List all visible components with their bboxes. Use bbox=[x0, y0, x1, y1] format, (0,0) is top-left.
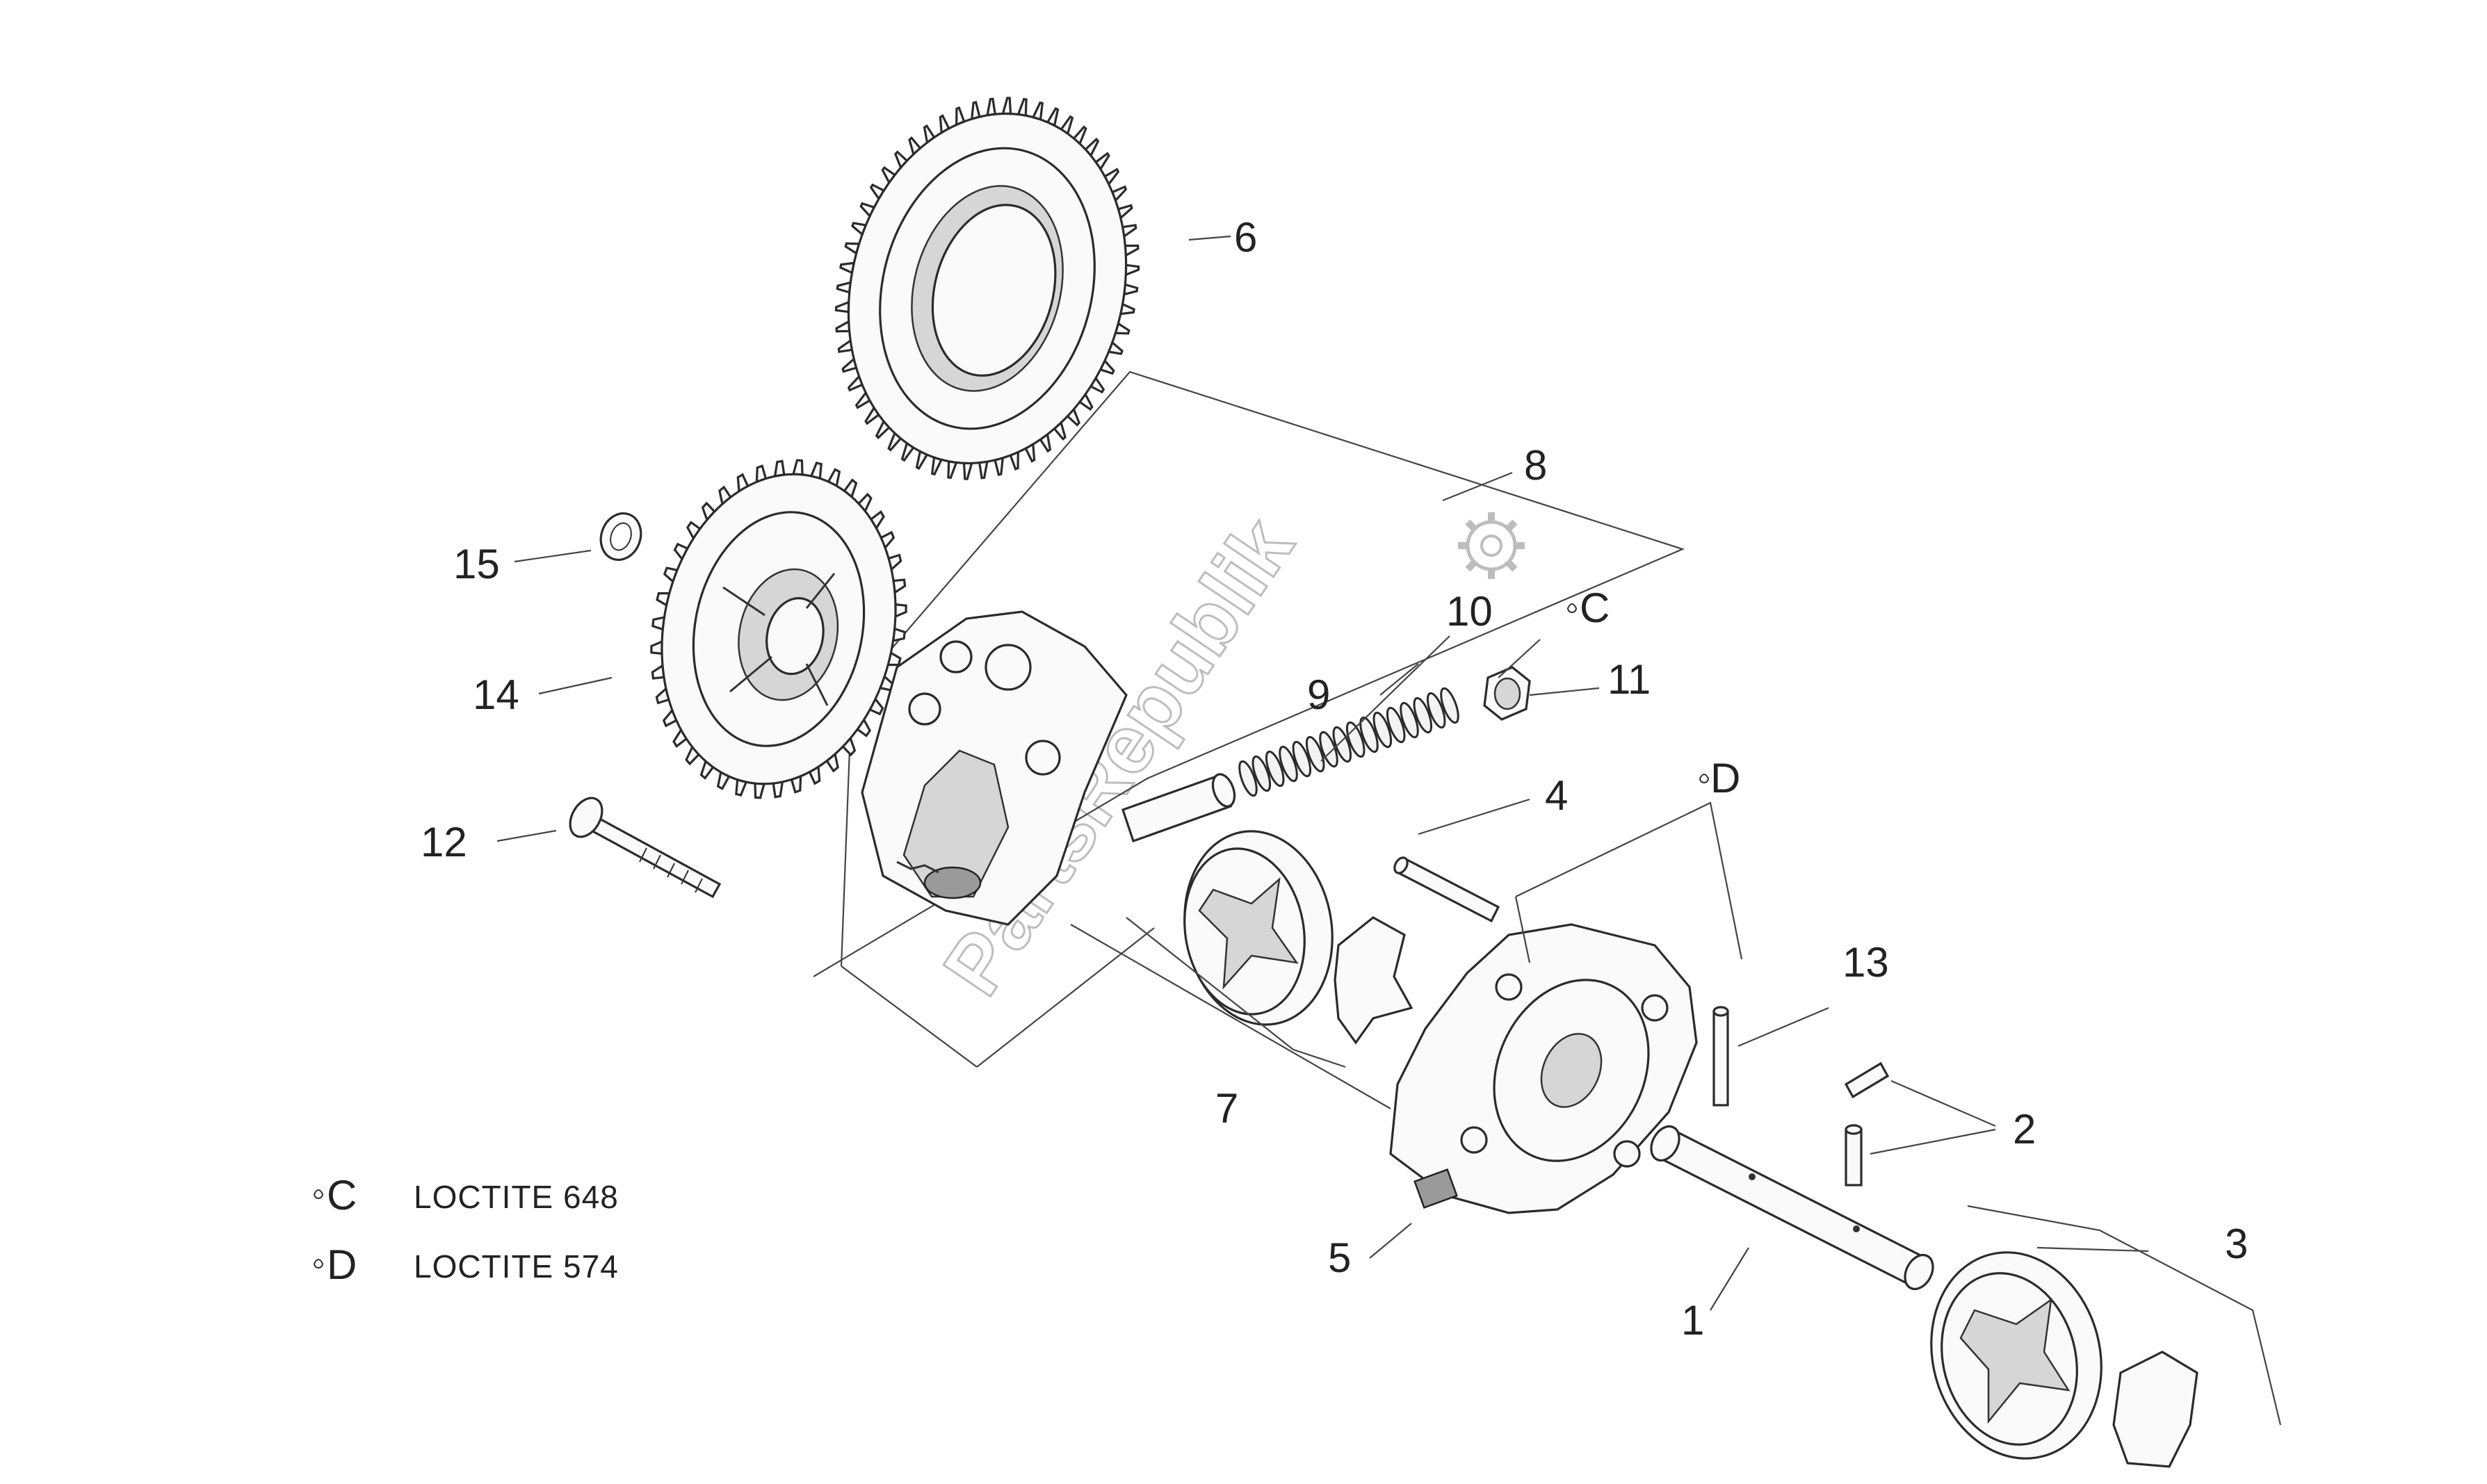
svg-text:LOCTITE 648: LOCTITE 648 bbox=[414, 1179, 619, 1215]
plug-11 bbox=[1483, 666, 1531, 721]
legend-row-c: C LOCTITE 648 bbox=[313, 1172, 619, 1218]
spring-coil bbox=[1279, 745, 1298, 783]
pin-4 bbox=[1393, 856, 1500, 923]
spring-coil bbox=[1251, 755, 1272, 792]
gear-tooth bbox=[650, 639, 663, 655]
gear-tooth bbox=[978, 460, 989, 480]
gear-tooth bbox=[947, 459, 958, 480]
callout-12: 12 bbox=[421, 819, 467, 865]
callout-14: 14 bbox=[473, 671, 519, 718]
spring-coil bbox=[1400, 701, 1419, 739]
adhesive-mark-d: D bbox=[1699, 755, 1740, 801]
spring-coil bbox=[1372, 711, 1393, 749]
spring-10 bbox=[1238, 687, 1459, 797]
callout-2: 2 bbox=[2013, 1106, 2036, 1152]
leader-lines bbox=[496, 235, 2282, 1426]
watermark-gear-icon bbox=[1458, 512, 1525, 579]
spring-coil bbox=[1359, 716, 1379, 753]
callout-6: 6 bbox=[1234, 214, 1257, 261]
gear-tooth bbox=[1016, 97, 1028, 117]
circlip-15 bbox=[599, 512, 642, 561]
bolt-12 bbox=[569, 797, 722, 899]
callout-15: 15 bbox=[453, 541, 500, 587]
legend: C LOCTITE 648 D LOCTITE 574 bbox=[313, 1172, 619, 1288]
callout-1: 1 bbox=[1681, 1297, 1704, 1344]
spring-coil bbox=[1305, 735, 1325, 773]
gear-tooth bbox=[791, 459, 804, 476]
gear-tooth bbox=[754, 782, 766, 799]
legend-row-d: D LOCTITE 574 bbox=[313, 1241, 619, 1288]
callout-7: 7 bbox=[1215, 1085, 1238, 1132]
spring-coil bbox=[1386, 706, 1406, 744]
callout-labels: 1 2 3 4 5 6 7 8 9 10 11 12 13 14 15 bbox=[421, 214, 2248, 1344]
spring-coil bbox=[1238, 760, 1258, 797]
spring-coil bbox=[1440, 687, 1459, 724]
gear-tooth bbox=[1124, 263, 1140, 277]
svg-text:LOCTITE 574: LOCTITE 574 bbox=[414, 1248, 619, 1285]
gear-tooth bbox=[986, 97, 997, 117]
large-gear-6 bbox=[834, 97, 1140, 480]
gear-tooth bbox=[894, 603, 907, 619]
rotor-set-7 bbox=[1183, 830, 1413, 1045]
spring-coil bbox=[1426, 692, 1446, 729]
callout-9: 9 bbox=[1307, 671, 1330, 718]
spring-coil bbox=[1265, 750, 1285, 788]
medium-gear-14 bbox=[650, 459, 907, 799]
adhesive-mark-c: C bbox=[1566, 585, 1610, 631]
rotor-3 bbox=[1930, 1251, 2198, 1468]
gear-tooth bbox=[1001, 97, 1012, 115]
pump-cover-5 bbox=[1389, 923, 1698, 1214]
pin-13 bbox=[1712, 1006, 1729, 1107]
shaft-1 bbox=[1650, 1125, 1934, 1291]
pump-body bbox=[861, 610, 1128, 926]
spring-coil bbox=[1413, 696, 1433, 734]
gear-tooth bbox=[1124, 244, 1140, 258]
gear-tooth bbox=[962, 462, 973, 480]
callout-13: 13 bbox=[1842, 939, 1889, 986]
svg-text:C: C bbox=[1580, 585, 1610, 631]
relief-valve-9 bbox=[1121, 773, 1236, 843]
callout-8: 8 bbox=[1524, 442, 1547, 489]
callout-11: 11 bbox=[1607, 656, 1651, 703]
callout-10: 10 bbox=[1446, 588, 1493, 635]
svg-text:C: C bbox=[327, 1172, 357, 1218]
gear-tooth bbox=[835, 319, 851, 333]
callout-4: 4 bbox=[1545, 772, 1568, 819]
dowel-pins-2 bbox=[1844, 1061, 1890, 1187]
svg-text:D: D bbox=[1710, 755, 1740, 801]
svg-text:D: D bbox=[327, 1241, 357, 1288]
callout-3: 3 bbox=[2225, 1221, 2248, 1267]
callout-5: 5 bbox=[1328, 1234, 1351, 1281]
spring-coil bbox=[1292, 740, 1312, 778]
gear-tooth bbox=[834, 300, 850, 313]
